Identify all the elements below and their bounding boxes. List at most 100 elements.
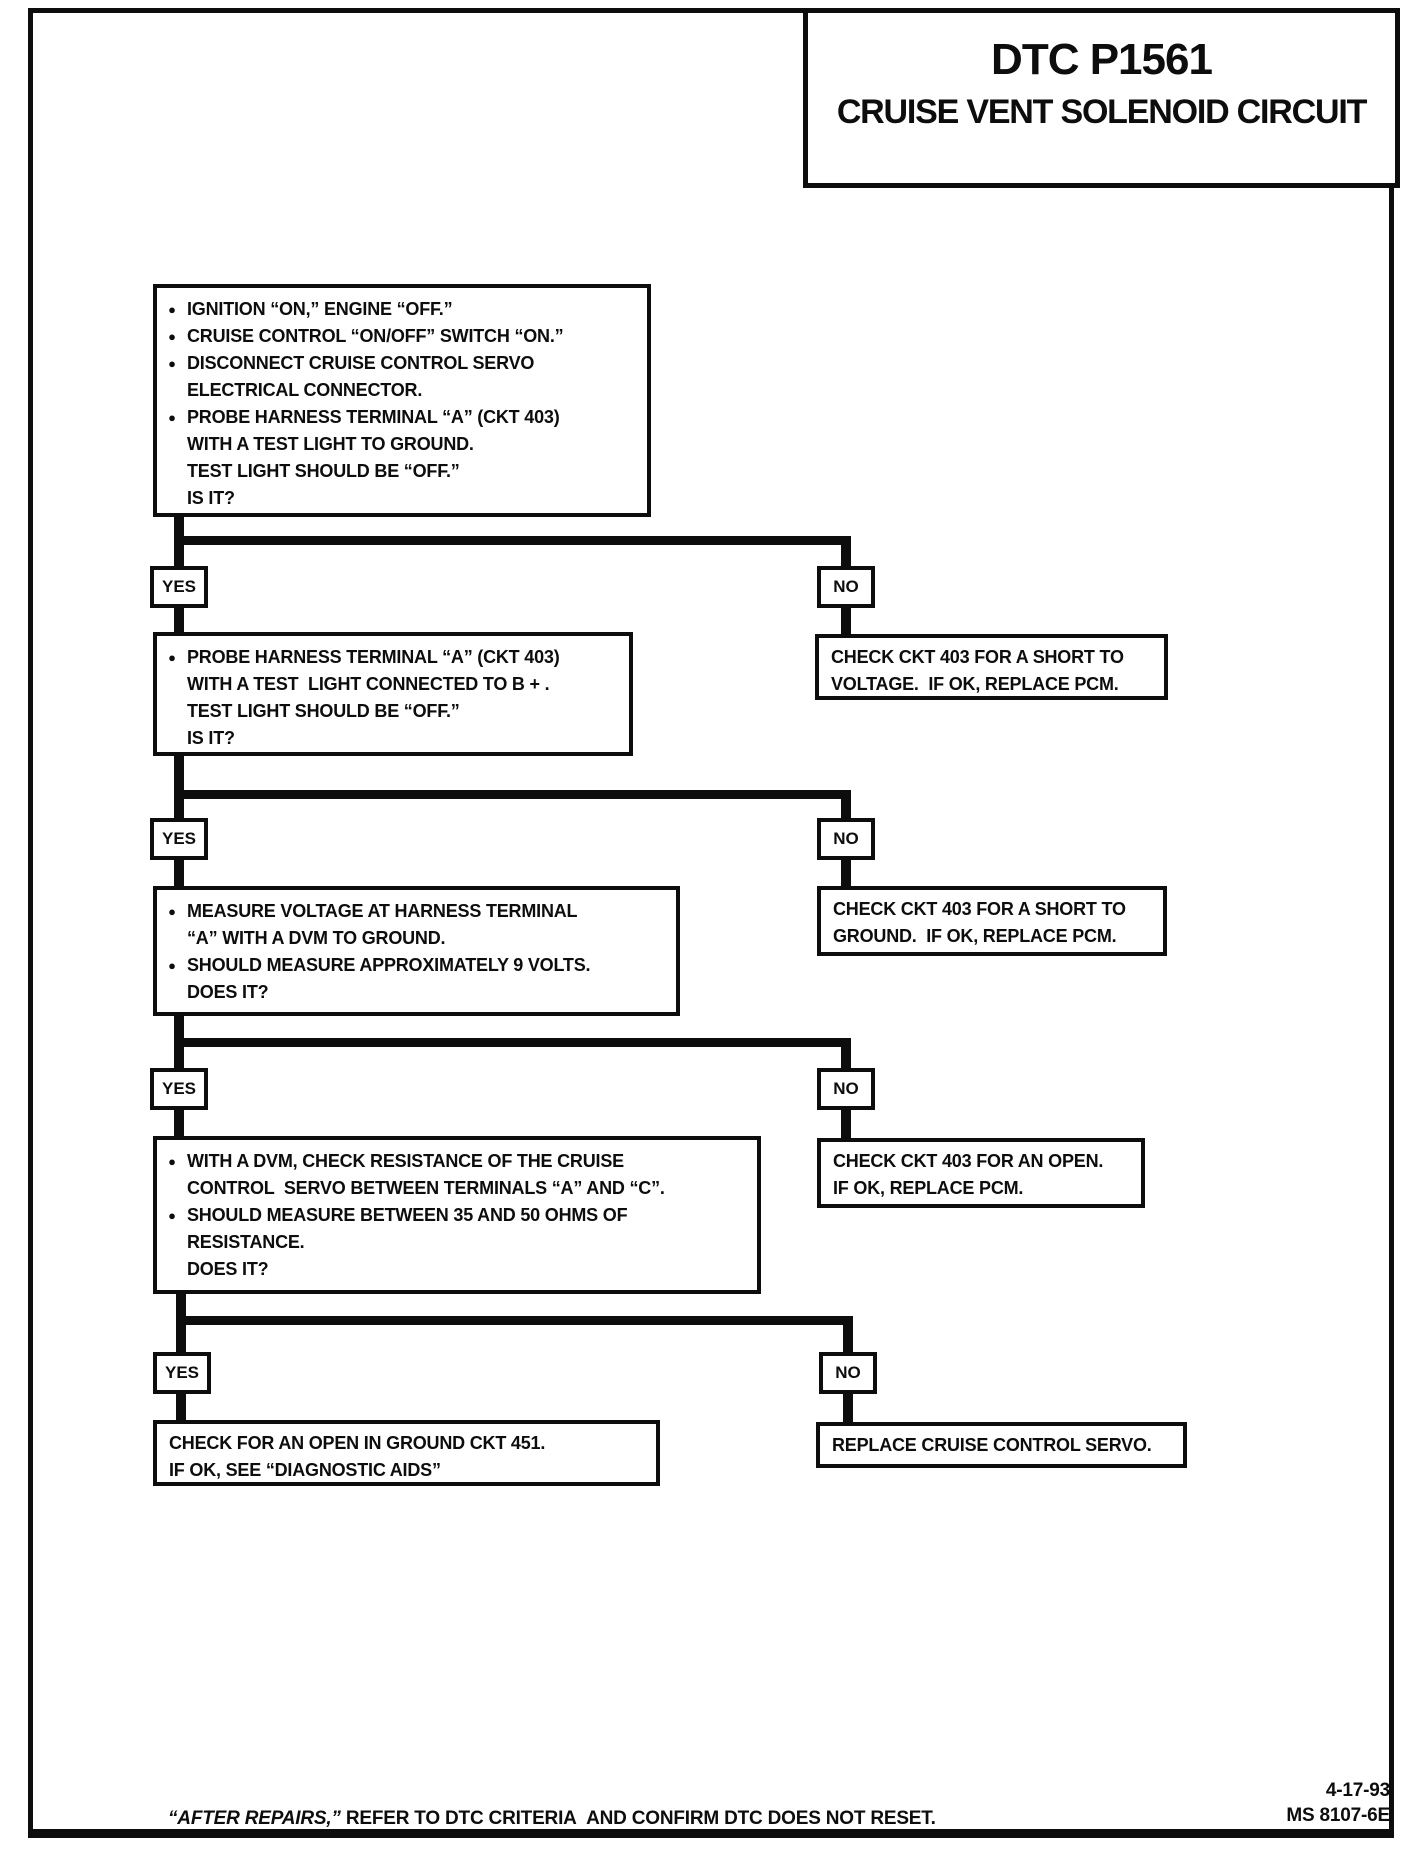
text-line: GROUND. IF OK, REPLACE PCM. [833, 923, 1163, 950]
text-line: “A” WITH A DVM TO GROUND. [157, 925, 676, 952]
yes-label-4: YES [153, 1352, 211, 1394]
text-line: IS IT? [157, 725, 629, 752]
text-line: CHECK CKT 403 FOR A SHORT TO [831, 644, 1164, 671]
bullet-icon: ● [168, 329, 176, 344]
text-line: ● CRUISE CONTROL “ON/OFF” SWITCH “ON.” [157, 323, 647, 350]
line-text: “A” WITH A DVM TO GROUND. [187, 928, 446, 948]
text-line: ELECTRICAL CONNECTOR. [157, 377, 647, 404]
result-no2-box: CHECK CKT 403 FOR A SHORT TO GROUND. IF O… [817, 886, 1167, 956]
line-text: IGNITION “ON,” ENGINE “OFF.” [187, 299, 453, 319]
line-text: IF OK, SEE “DIAGNOSTIC AIDS” [169, 1460, 441, 1480]
bullet-icon: ● [168, 1154, 176, 1169]
step2-box: ●PROBE HARNESS TERMINAL “A” (CKT 403) WIT… [153, 632, 633, 756]
text-line: ●DISCONNECT CRUISE CONTROL SERVO [157, 350, 647, 377]
line-text: CRUISE CONTROL “ON/OFF” SWITCH “ON.” [187, 326, 564, 346]
text-line: TEST LIGHT SHOULD BE “OFF.” [157, 698, 629, 725]
connector-line [841, 1038, 851, 1068]
yes-label-1: YES [150, 566, 208, 608]
line-text: CHECK FOR AN OPEN IN GROUND CKT 451. [169, 1433, 546, 1453]
text-line: ● SHOULD MEASURE APPROXIMATELY 9 VOLTS. [157, 952, 676, 979]
connector-line [841, 606, 851, 634]
bullet-icon: ● [168, 958, 176, 973]
connector-line [174, 536, 851, 545]
connector-line [174, 1038, 851, 1047]
line-text: CONTROL SERVO BETWEEN TERMINALS “A” AND … [187, 1178, 665, 1198]
document-number: MS 8107-6E [1286, 1805, 1390, 1826]
bullet-icon: ● [168, 410, 176, 425]
step4-box: ● WITH A DVM, CHECK RESISTANCE OF THE CRU… [153, 1136, 761, 1294]
text-line: IF OK, REPLACE PCM. [833, 1175, 1141, 1202]
line-text: IF OK, REPLACE PCM. [833, 1178, 1024, 1198]
text-line: REPLACE CRUISE CONTROL SERVO. [832, 1432, 1183, 1459]
line-text: MEASURE VOLTAGE AT HARNESS TERMINAL [187, 901, 578, 921]
line-text: PROBE HARNESS TERMINAL “A” (CKT 403) [187, 407, 560, 427]
text-line: ● MEASURE VOLTAGE AT HARNESS TERMINAL [157, 898, 676, 925]
text-line: IF OK, SEE “DIAGNOSTIC AIDS” [169, 1457, 656, 1484]
connector-line [841, 858, 851, 886]
line-text: PROBE HARNESS TERMINAL “A” (CKT 403) [187, 647, 560, 667]
text-line: ● SHOULD MEASURE BETWEEN 35 AND 50 OHMS O… [157, 1202, 757, 1229]
after-repairs-note-rest: REFER TO DTC CRITERIA AND CONFIRM DTC DO… [340, 1808, 936, 1829]
text-line: CHECK CKT 403 FOR AN OPEN. [833, 1148, 1141, 1175]
line-text: TEST LIGHT SHOULD BE “OFF.” [187, 461, 460, 481]
line-text: CHECK CKT 403 FOR A SHORT TO [833, 899, 1126, 919]
connector-line [841, 536, 851, 566]
document-id-block: 4-17-93 MS 8107-6E [1286, 1778, 1390, 1828]
connector-line [843, 1392, 853, 1422]
text-line: CHECK FOR AN OPEN IN GROUND CKT 451. [169, 1430, 656, 1457]
result-yes4-box: CHECK FOR AN OPEN IN GROUND CKT 451. IF O… [153, 1420, 660, 1486]
line-text: SHOULD MEASURE BETWEEN 35 AND 50 OHMS OF [187, 1205, 628, 1225]
no-label-4: NO [819, 1352, 877, 1394]
line-text: GROUND. IF OK, REPLACE PCM. [833, 926, 1117, 946]
revision-date: 4-17-93 [1325, 1780, 1390, 1801]
dtc-code-title: DTC P1561 [991, 35, 1213, 84]
text-line: VOLTAGE. IF OK, REPLACE PCM. [831, 671, 1164, 698]
page-border [28, 8, 1394, 1838]
yes-label-3: YES [150, 1068, 208, 1110]
text-line: WITH A TEST LIGHT TO GROUND. [157, 431, 647, 458]
text-line: TEST LIGHT SHOULD BE “OFF.” [157, 458, 647, 485]
connector-line [174, 606, 184, 634]
line-text: RESISTANCE. [187, 1232, 305, 1252]
line-text: IS IT? [187, 488, 235, 508]
connector-line [841, 790, 851, 818]
text-line: ●PROBE HARNESS TERMINAL “A” (CKT 403) [157, 644, 629, 671]
text-line: WITH A TEST LIGHT CONNECTED TO B + . [157, 671, 629, 698]
step1-box: ● IGNITION “ON,” ENGINE “OFF.” ● CRUISE CON… [153, 284, 651, 517]
connector-line [174, 754, 184, 818]
line-text: DISCONNECT CRUISE CONTROL SERVO [187, 353, 535, 373]
bullet-icon: ● [168, 1208, 176, 1223]
line-text: WITH A TEST LIGHT TO GROUND. [187, 434, 474, 454]
text-line: CONTROL SERVO BETWEEN TERMINALS “A” AND … [157, 1175, 757, 1202]
after-repairs-note-italic: “AFTER REPAIRS,” [168, 1808, 341, 1829]
line-text: WITH A DVM, CHECK RESISTANCE OF THE CRUI… [187, 1151, 624, 1171]
line-text: DOES IT? [187, 1259, 269, 1279]
no-label-1: NO [817, 566, 875, 608]
circuit-name-title: CRUISE VENT SOLENOID CIRCUIT [836, 93, 1368, 131]
line-text: IS IT? [187, 728, 235, 748]
no-label-2: NO [817, 818, 875, 860]
text-line: IS IT? [157, 485, 647, 512]
line-text: CHECK CKT 403 FOR A SHORT TO [831, 647, 1124, 667]
bullet-icon: ● [168, 904, 176, 919]
bullet-icon: ● [168, 302, 176, 317]
title-box: DTC P1561 CRUISE VENT SOLENOID CIRCUIT [803, 8, 1400, 188]
line-text: DOES IT? [187, 982, 269, 1002]
text-line: DOES IT? [157, 1256, 757, 1283]
line-text: WITH A TEST LIGHT CONNECTED TO B + . [187, 674, 550, 694]
connector-line [841, 1108, 851, 1138]
connector-line [176, 1316, 853, 1325]
no-label-3: NO [817, 1068, 875, 1110]
connector-line [174, 858, 184, 886]
connector-line [174, 790, 851, 799]
text-line: ● PROBE HARNESS TERMINAL “A” (CKT 403) [157, 404, 647, 431]
line-text: VOLTAGE. IF OK, REPLACE PCM. [831, 674, 1119, 694]
text-line: RESISTANCE. [157, 1229, 757, 1256]
line-text: SHOULD MEASURE APPROXIMATELY 9 VOLTS. [187, 955, 591, 975]
line-text: ELECTRICAL CONNECTOR. [187, 380, 423, 400]
line-text: REPLACE CRUISE CONTROL SERVO. [832, 1435, 1152, 1455]
text-line: ● WITH A DVM, CHECK RESISTANCE OF THE CRU… [157, 1148, 757, 1175]
result-no4-box: REPLACE CRUISE CONTROL SERVO. [816, 1422, 1187, 1468]
after-repairs-note: “AFTER REPAIRS,” REFER TO DTC CRITERIA A… [168, 1808, 936, 1830]
